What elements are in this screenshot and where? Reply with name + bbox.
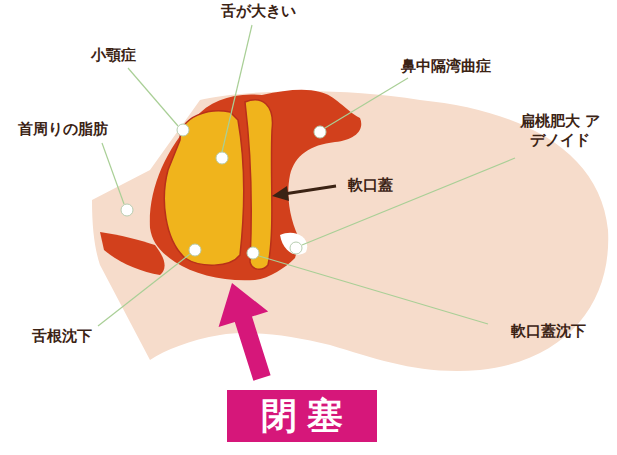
marker-dot xyxy=(189,244,201,256)
airway-gap xyxy=(280,233,307,255)
part-label: 舌が大きい xyxy=(221,2,296,21)
leader-line xyxy=(259,256,488,324)
pointer-shaft xyxy=(284,186,336,194)
marker-dot xyxy=(290,242,302,254)
part-label: 小顎症 xyxy=(91,46,136,65)
leader-line xyxy=(325,78,408,128)
part-label: 軟口蓋沈下 xyxy=(511,322,586,341)
part-label: 舌根沈下 xyxy=(32,327,92,346)
obstruction-arrow xyxy=(219,283,271,381)
leader-line xyxy=(102,143,124,204)
pointer-arrow xyxy=(272,186,336,201)
leader-line xyxy=(128,68,178,126)
leader-line xyxy=(98,254,190,326)
marker-dot xyxy=(121,204,133,216)
part-label: 鼻中隔湾曲症 xyxy=(401,57,491,76)
oral-nasal-cavity xyxy=(150,90,361,280)
leader-lines xyxy=(98,25,515,326)
part-label: 首周りの脂肪 xyxy=(18,120,108,139)
marker-dot xyxy=(177,124,189,136)
leader-line xyxy=(222,25,252,152)
status-box: 閉塞 xyxy=(227,390,377,442)
part-label: 軟口蓋 xyxy=(348,176,393,195)
soft-palate xyxy=(245,100,272,269)
leader-line xyxy=(302,158,515,245)
chin-tissue xyxy=(100,232,165,275)
tongue xyxy=(164,111,243,265)
status-text: 閉塞 xyxy=(250,396,354,436)
marker-dot xyxy=(314,126,326,138)
part-label: 扁桃肥大 アデノイド xyxy=(518,112,602,150)
marker-dot xyxy=(247,247,259,259)
marker-dot xyxy=(216,152,228,164)
pointer-head xyxy=(272,186,289,201)
